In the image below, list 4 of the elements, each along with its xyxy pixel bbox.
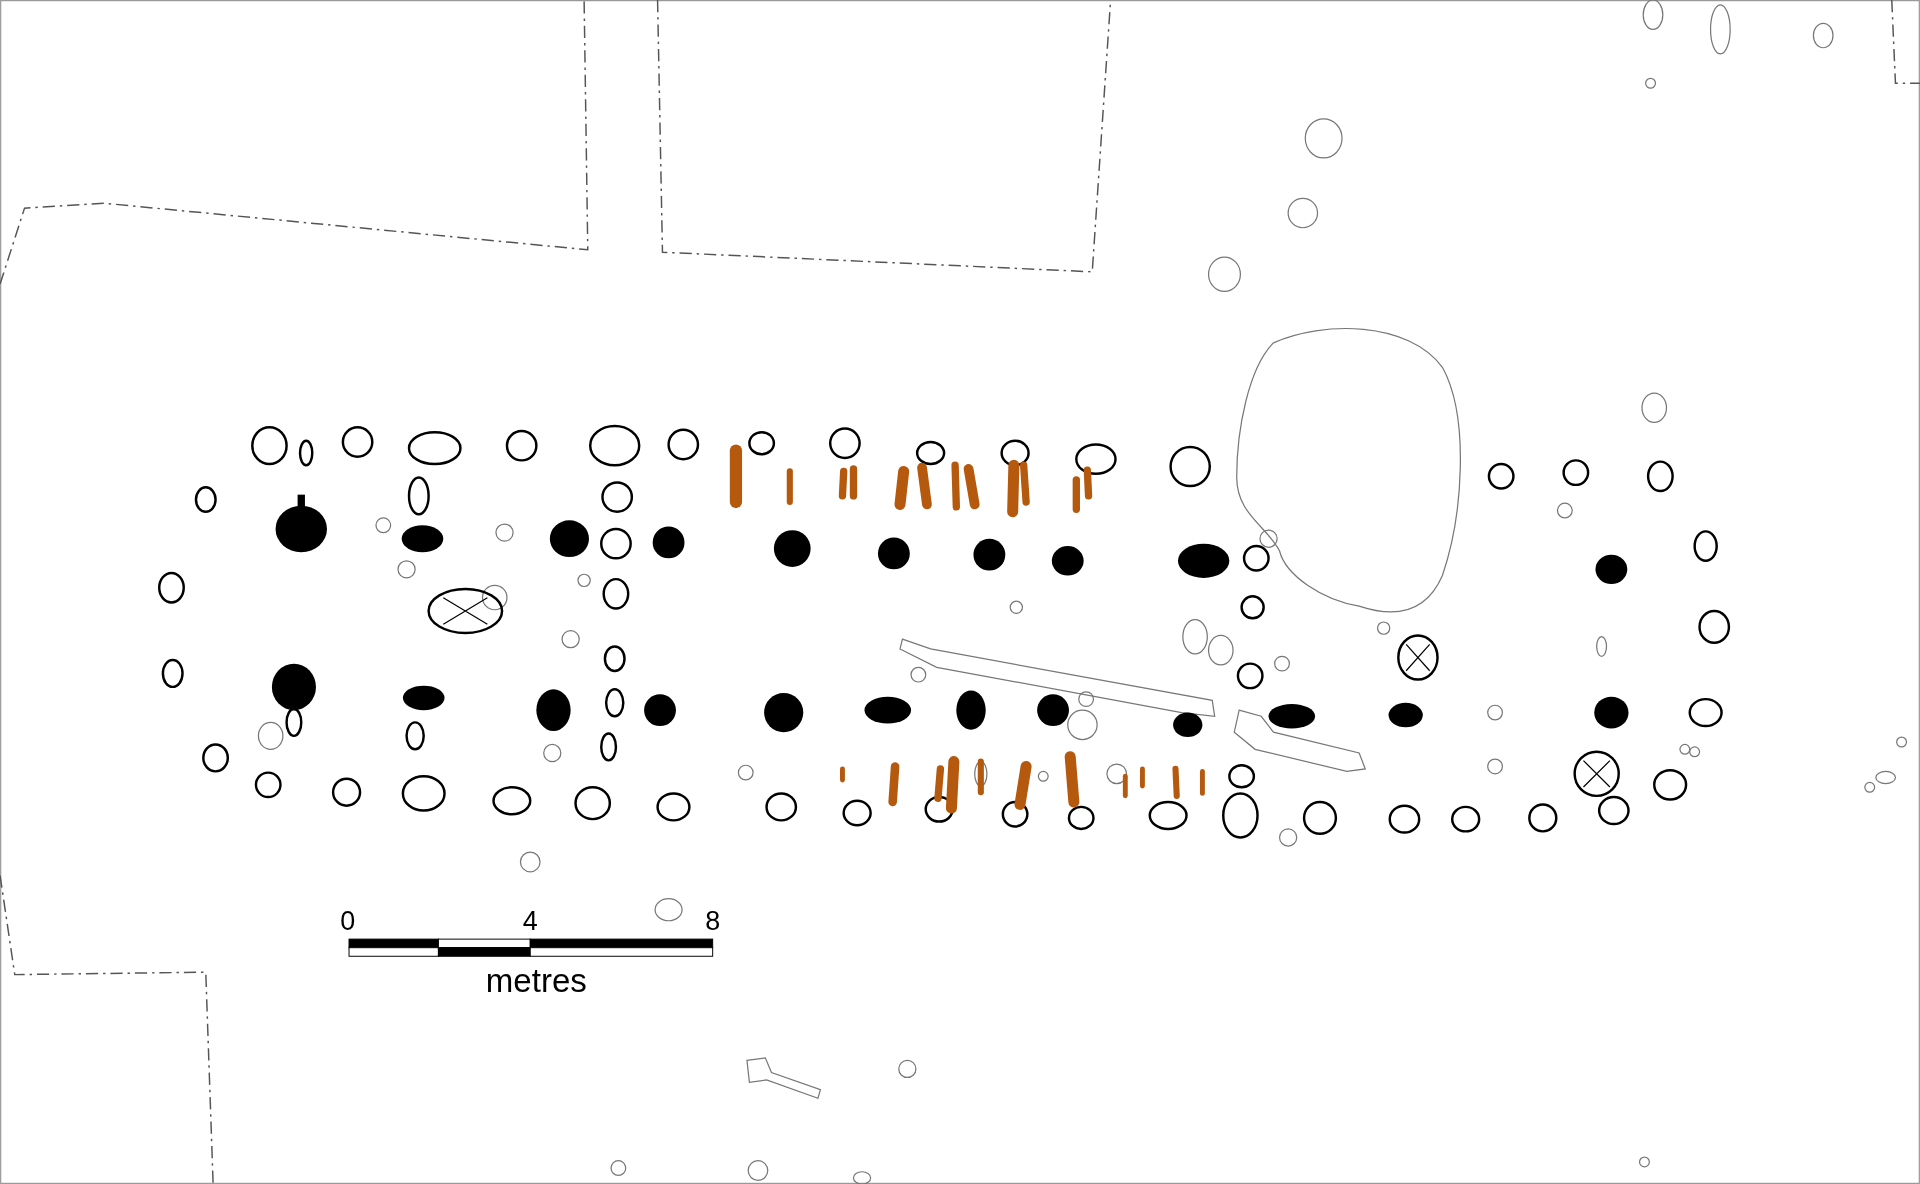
scale-tick-label: 4 bbox=[522, 907, 538, 935]
scale-tick-label: 0 bbox=[340, 907, 356, 935]
scale-tick-label: 8 bbox=[705, 907, 721, 935]
scale-unit-label: metres bbox=[485, 964, 587, 998]
